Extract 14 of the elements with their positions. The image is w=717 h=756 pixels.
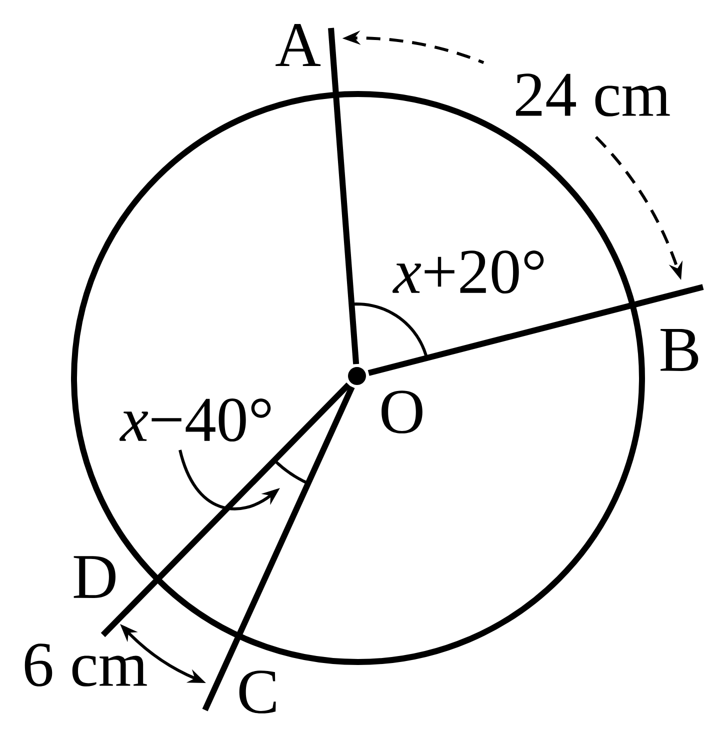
point-label: B — [660, 329, 698, 371]
radius-line — [202, 386, 355, 712]
point-label: C — [239, 670, 276, 714]
radius-line — [328, 28, 360, 364]
point-label: O — [382, 390, 422, 434]
measure-label: x+20° — [392, 250, 544, 294]
radius-line — [100, 382, 351, 638]
measure-label: 24 cm — [516, 74, 670, 116]
measure-label: 6 cm — [24, 644, 147, 686]
center-dot — [348, 367, 366, 385]
point-label: A — [276, 24, 321, 66]
measure-label: x−40° — [119, 398, 271, 442]
radius-line — [368, 284, 704, 376]
point-label: D — [74, 556, 116, 598]
